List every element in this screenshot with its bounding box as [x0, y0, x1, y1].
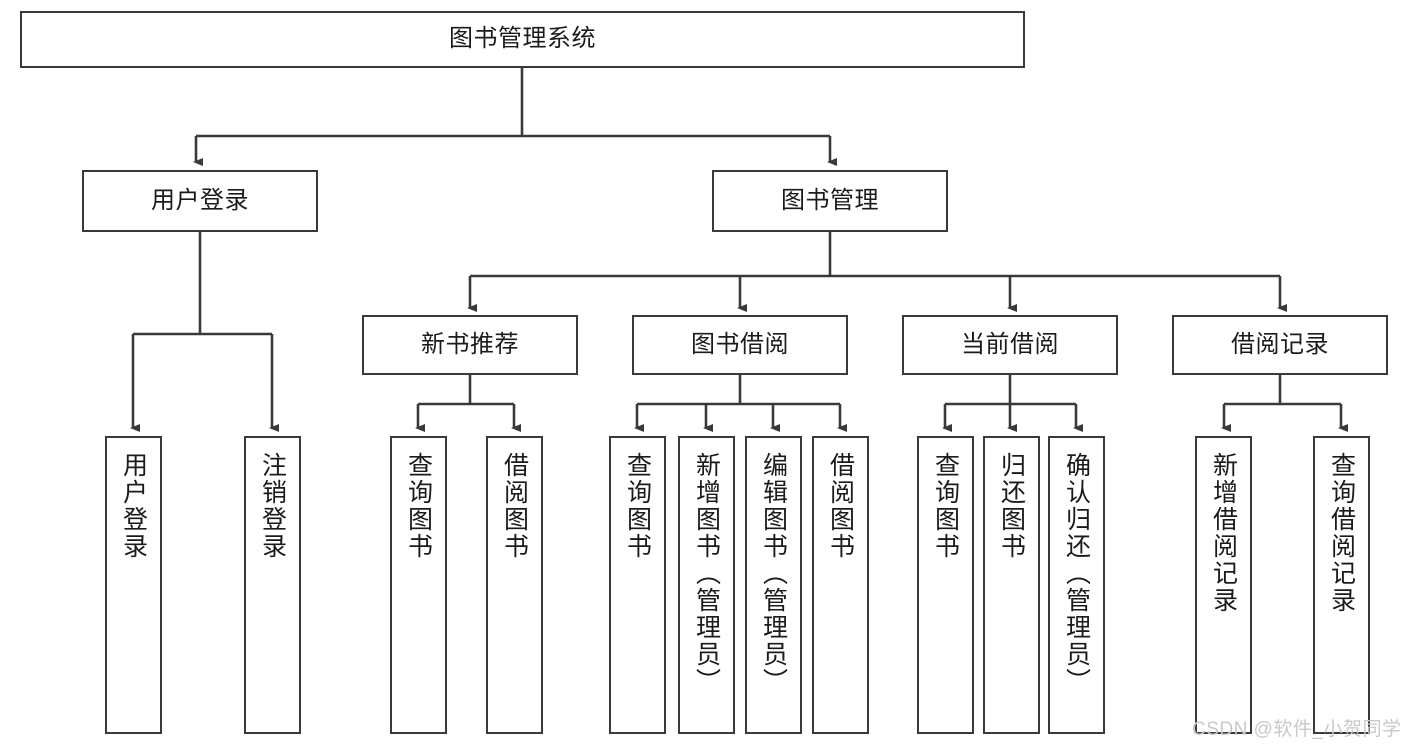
- leaf-records-add-record-label: 新增借阅记录: [1209, 452, 1238, 614]
- leaf-records-add-record[interactable]: 新增借阅记录: [1195, 436, 1252, 734]
- leaf-logout[interactable]: 注销登录: [244, 436, 301, 734]
- leaf-current-query-book[interactable]: 查询图书: [917, 436, 974, 734]
- leaf-borrow-borrow-book-label: 借阅图书: [826, 452, 855, 560]
- leaf-records-query-record-label: 查询借阅记录: [1327, 452, 1356, 614]
- node-book-management[interactable]: 图书管理: [712, 170, 948, 232]
- leaf-records-query-record[interactable]: 查询借阅记录: [1313, 436, 1370, 734]
- node-new-book-recommend[interactable]: 新书推荐: [362, 315, 578, 375]
- leaf-borrow-add-book[interactable]: 新增图书（管理员）: [678, 436, 735, 734]
- node-borrow-records[interactable]: 借阅记录: [1172, 315, 1388, 375]
- node-root-label: 图书管理系统: [449, 25, 596, 53]
- leaf-current-confirm-return[interactable]: 确认归还（管理员）: [1048, 436, 1105, 734]
- node-book-borrow-label: 图书借阅: [691, 330, 789, 358]
- node-new-book-recommend-label: 新书推荐: [421, 330, 519, 358]
- leaf-user-login[interactable]: 用户登录: [105, 436, 162, 734]
- node-book-management-label: 图书管理: [781, 186, 879, 214]
- leaf-current-return-book-label: 归还图书: [997, 452, 1026, 560]
- csdn-watermark: CSDN @软件_小贺同学: [1192, 719, 1402, 740]
- leaf-user-login-label: 用户登录: [119, 452, 148, 560]
- leaf-current-return-book[interactable]: 归还图书: [983, 436, 1040, 734]
- leaf-newbook-query-book[interactable]: 查询图书: [390, 436, 447, 734]
- leaf-current-query-book-label: 查询图书: [931, 452, 960, 560]
- leaf-borrow-edit-book-label: 编辑图书（管理员）: [759, 452, 788, 695]
- leaf-newbook-query-book-label: 查询图书: [404, 452, 433, 560]
- leaf-borrow-add-book-label: 新增图书（管理员）: [692, 452, 721, 695]
- node-root[interactable]: 图书管理系统: [20, 11, 1025, 68]
- node-user-login-label: 用户登录: [151, 186, 249, 214]
- leaf-logout-label: 注销登录: [258, 452, 287, 560]
- node-current-borrow-label: 当前借阅: [961, 330, 1059, 358]
- node-current-borrow[interactable]: 当前借阅: [902, 315, 1118, 375]
- node-book-borrow[interactable]: 图书借阅: [632, 315, 848, 375]
- leaf-borrow-query-book-label: 查询图书: [623, 452, 652, 560]
- leaf-borrow-borrow-book[interactable]: 借阅图书: [812, 436, 869, 734]
- leaf-newbook-borrow-book-label: 借阅图书: [500, 452, 529, 560]
- leaf-borrow-query-book[interactable]: 查询图书: [609, 436, 666, 734]
- leaf-borrow-edit-book[interactable]: 编辑图书（管理员）: [745, 436, 802, 734]
- node-user-login[interactable]: 用户登录: [82, 170, 318, 232]
- node-borrow-records-label: 借阅记录: [1231, 330, 1329, 358]
- leaf-current-confirm-return-label: 确认归还（管理员）: [1062, 452, 1091, 695]
- leaf-newbook-borrow-book[interactable]: 借阅图书: [486, 436, 543, 734]
